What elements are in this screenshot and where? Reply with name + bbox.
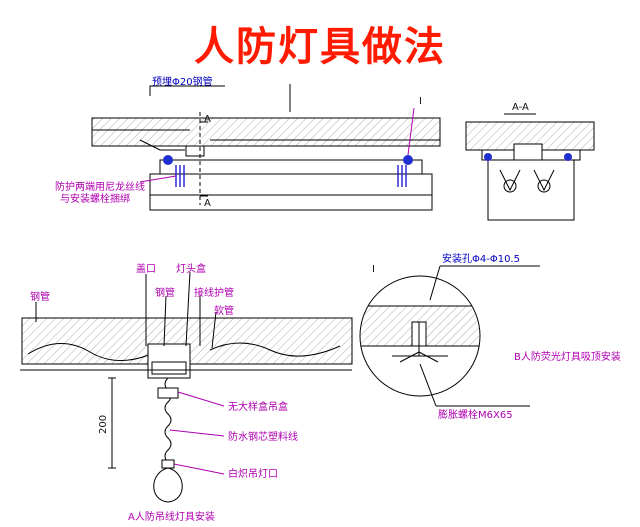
left-note-1: 防护两端用尼龙丝线	[55, 180, 145, 193]
section-aa: A-A	[465, 102, 595, 221]
section-lamp-body	[487, 159, 575, 221]
section-mark-a-bottom: A	[204, 198, 211, 209]
label-box: 灯头盒	[176, 262, 206, 275]
detail-bottom-label: 膨胀螺栓M6X65	[438, 408, 513, 421]
right-mount-coil	[397, 155, 413, 187]
section-aa-label: A-A	[512, 102, 529, 113]
hanging-caption: A人防吊线灯具安装	[128, 510, 215, 523]
detail-mark-i: I	[419, 96, 422, 107]
left-note-2: 与安装螺栓捆绑	[60, 192, 130, 205]
dimension-200: 200	[98, 415, 109, 434]
plan-view: A A I 预埋Φ20钢管 防护两端用尼龙丝线 与安装螺栓捆绑	[55, 75, 441, 211]
detail-top-label: 安装孔Φ4-Φ10.5	[442, 252, 520, 265]
label-plug: 盖口	[136, 262, 156, 275]
lamp-housing	[149, 173, 433, 211]
lamp-socket	[161, 459, 175, 469]
conduit	[27, 342, 341, 361]
detail-i-mark: I	[372, 264, 375, 275]
detail-side-label: B人防荧光灯具吸顶安装	[514, 350, 621, 363]
page-title: 人防灯具做法	[194, 24, 446, 70]
label-wire: 防水钢芯塑料线	[228, 430, 298, 443]
label-cover: 无大样盒吊盒	[228, 400, 288, 413]
section-mark-a-top: A	[204, 114, 211, 125]
label-joint: 接线护管	[194, 286, 234, 299]
junction-box	[185, 145, 205, 157]
label-pipe: 钢管	[30, 290, 50, 303]
label-hose: 软管	[214, 304, 234, 317]
label-lamp: 白炽吊灯口	[228, 467, 278, 480]
embedded-pipe-label: 预埋Φ20钢管	[152, 75, 213, 88]
embedded-pipe	[139, 139, 185, 151]
lamp-body	[159, 159, 423, 175]
bulb	[153, 467, 183, 503]
label-steel: 钢管	[155, 286, 175, 299]
hanging-lamp-section: 钢管 盖口 灯头盒 钢管 接线护管 软管 200 无大样盒吊盒 防水钢芯塑料线 …	[20, 262, 353, 523]
detail-i: I 安装孔Φ4-Φ10.5 膨胀螺栓M6X65 B人防荧光灯具吸顶安装	[359, 252, 621, 421]
ceiling-slab	[91, 117, 441, 147]
